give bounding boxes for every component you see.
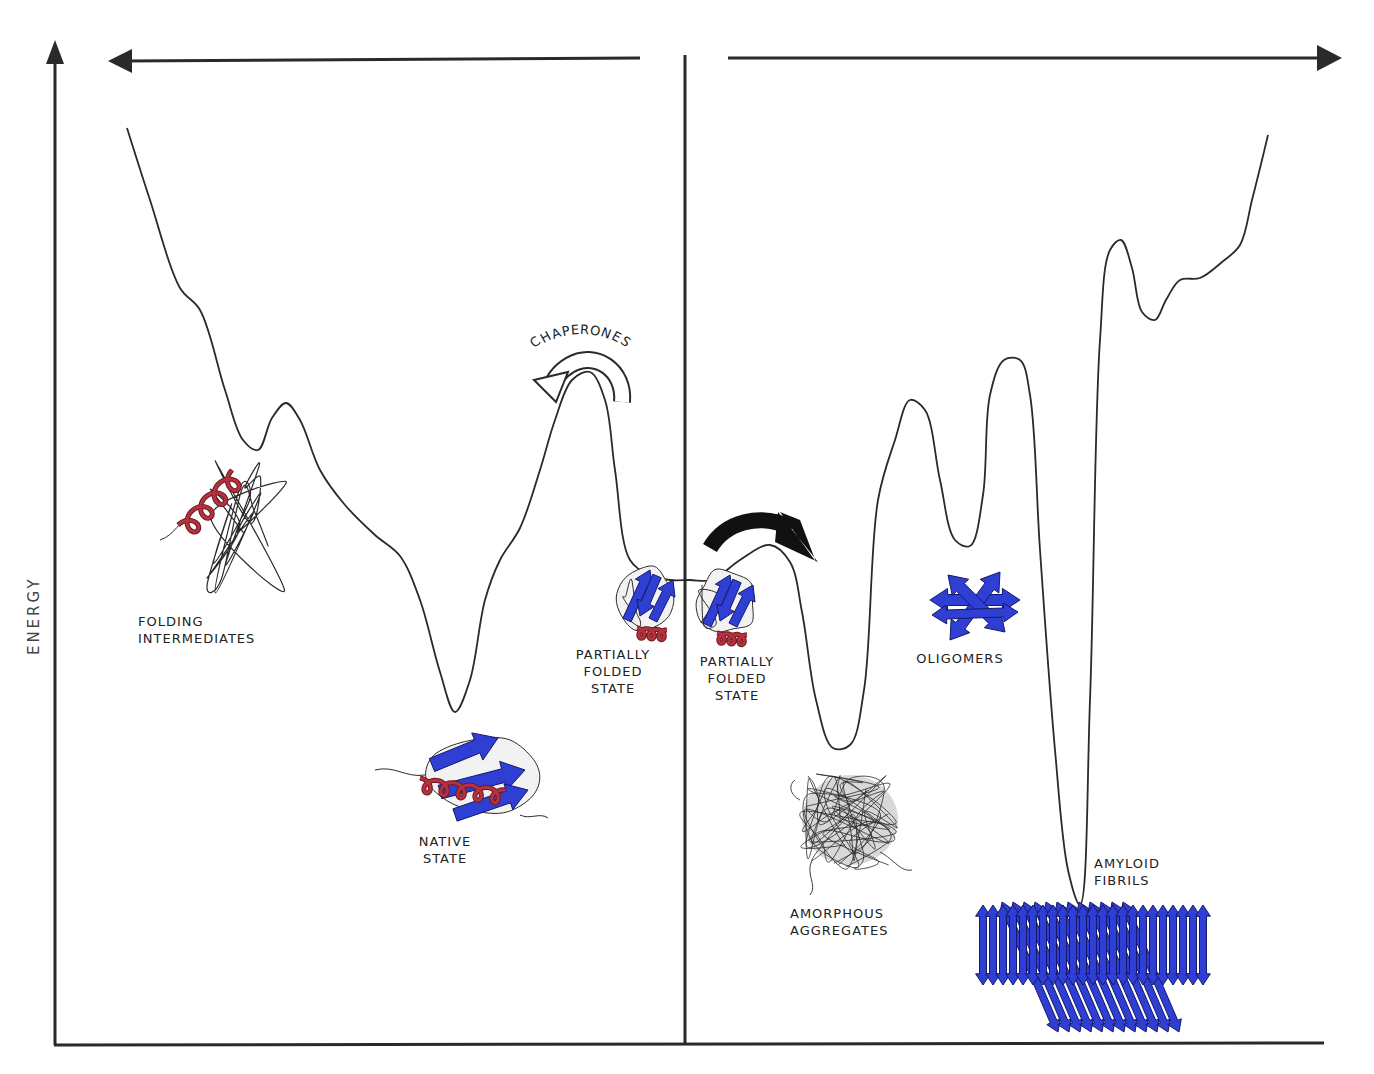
beta-strand <box>729 585 755 627</box>
aggregation-arrow <box>710 512 818 562</box>
beta-strand <box>1022 902 1083 1032</box>
arrow-label: CHAPERONES <box>516 322 646 339</box>
beta-strand <box>1026 905 1041 985</box>
state-label: NATIVE STATE <box>405 834 485 868</box>
coil-chain <box>800 776 896 862</box>
direction-arrow <box>728 57 1325 60</box>
beta-strand <box>1110 902 1171 1032</box>
state-label: AMYLOID FIBRILS <box>1094 856 1189 890</box>
beta-strand <box>1086 905 1101 985</box>
alpha-helix <box>637 628 667 640</box>
beta-strand <box>1036 905 1051 985</box>
direction-arrowhead <box>1317 45 1342 71</box>
beta-strand <box>986 905 1001 985</box>
beta-strand <box>1121 902 1182 1032</box>
state-label: AMORPHOUS AGGREGATES <box>790 906 915 940</box>
x-axis <box>54 1043 1324 1045</box>
beta-strand <box>1166 905 1181 985</box>
state-label: PARTIALLY FOLDED STATE <box>563 647 663 698</box>
axis-arrowhead <box>46 40 64 64</box>
beta-strand <box>1046 905 1061 985</box>
beta-strand <box>1156 905 1171 985</box>
amyloid-fibril <box>976 902 1211 1032</box>
beta-strand <box>1016 905 1031 985</box>
beta-strand <box>649 580 675 622</box>
beta-strand <box>1176 905 1191 985</box>
folding-intermediate <box>160 461 286 593</box>
coil-tail <box>791 780 912 895</box>
axis-label: ENERGY <box>25 566 45 666</box>
alpha-helix <box>420 778 505 803</box>
partially-folded-protein <box>616 566 675 640</box>
energy-curve <box>127 128 1268 905</box>
beta-strand <box>1076 905 1091 985</box>
axes <box>46 40 1342 1045</box>
beta-strand <box>1006 905 1021 985</box>
amorphous-aggregate <box>791 774 912 895</box>
beta-strand <box>1066 905 1081 985</box>
alpha-helix <box>178 470 239 532</box>
beta-strand <box>1096 905 1111 985</box>
direction-arrow <box>125 58 640 61</box>
partially-folded-protein <box>696 569 755 645</box>
coil-chain <box>803 788 896 868</box>
beta-strand <box>996 905 1011 985</box>
beta-strand <box>1146 905 1161 985</box>
y-axis <box>54 58 57 1045</box>
beta-strand <box>429 733 498 772</box>
beta-strand <box>1116 905 1131 985</box>
alpha-helix <box>637 628 667 640</box>
state-label: PARTIALLY FOLDED STATE <box>690 654 784 705</box>
alpha-helix <box>420 778 505 803</box>
oligomer <box>930 572 1020 640</box>
state-label: OLIGOMERS <box>895 651 1025 668</box>
beta-strand <box>1196 905 1211 985</box>
beta-strand <box>948 575 1005 632</box>
alpha-helix <box>178 470 239 532</box>
direction-arrowhead <box>108 49 132 73</box>
alpha-helix <box>717 633 747 645</box>
beta-strand <box>1000 902 1061 1032</box>
beta-strand <box>1044 902 1105 1032</box>
beta-strand <box>1055 902 1116 1032</box>
divider <box>684 55 687 1045</box>
beta-strand <box>1011 902 1072 1032</box>
arrow-head <box>775 512 818 562</box>
beta-strand <box>976 905 991 985</box>
arrow-head <box>534 372 568 402</box>
beta-strand <box>1136 905 1151 985</box>
beta-strand <box>1186 905 1201 985</box>
beta-strand <box>1126 905 1141 985</box>
beta-strand <box>1056 905 1071 985</box>
state-label: FOLDING INTERMEDIATES <box>138 614 318 648</box>
beta-strand <box>1106 905 1121 985</box>
alpha-helix <box>717 633 747 645</box>
beta-strand <box>1033 902 1094 1032</box>
native-state <box>375 733 548 821</box>
beta-strand <box>932 603 1018 624</box>
chaperone-arrow <box>534 360 622 402</box>
